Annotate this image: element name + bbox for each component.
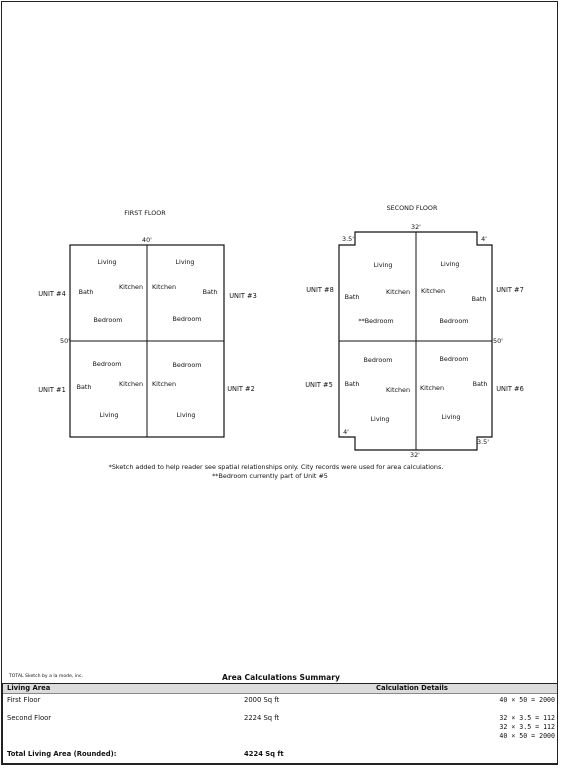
first-floor-title: FIRST FLOOR — [124, 209, 166, 217]
unit4-living: Living — [97, 258, 116, 266]
summary-title: Area Calculations Summary — [221, 673, 340, 682]
first-floor-width-label: 40' — [142, 236, 152, 244]
unit2-label: UNIT #2 — [227, 385, 255, 393]
unit1-label: UNIT #1 — [38, 386, 66, 394]
unit2-living: Living — [176, 411, 195, 419]
unit3-bedroom: Bedroom — [173, 315, 202, 323]
unit7-bath: Bath — [472, 295, 487, 303]
second-floor-calc-2: 32 × 3.5 = 112 — [499, 723, 555, 731]
second-floor-side-label: 50' — [493, 337, 503, 345]
unit3-living: Living — [175, 258, 194, 266]
area-summary-table: Living Area Calculation Details First Fl… — [2, 683, 558, 764]
second-floor-bottom-label: 32' — [410, 451, 420, 459]
second-floor-row-label: Second Floor — [7, 714, 52, 722]
unit1-bath: Bath — [77, 383, 92, 391]
unit2-bedroom: Bedroom — [173, 361, 202, 369]
unit4-label: UNIT #4 — [38, 290, 66, 298]
unit7-bedroom: Bedroom — [440, 317, 469, 325]
unit8-bath: Bath — [345, 293, 360, 301]
notch-top-right-label: 4' — [481, 235, 487, 243]
unit1-living: Living — [99, 411, 118, 419]
second-floor-plan: SECOND FLOOR 32' 3.5' 4' 4' 3.5' 32' 50'… — [305, 204, 524, 459]
unit2-kitchen: Kitchen — [152, 380, 176, 388]
unit6-label: UNIT #6 — [496, 385, 524, 393]
first-floor-plan: FIRST FLOOR 40' 50' UNIT #4 UNIT #3 UNIT… — [38, 209, 257, 438]
unit8-shared-bedroom: **Bedroom — [358, 317, 393, 325]
first-floor-calc-1: 40 × 50 = 2000 — [499, 696, 555, 704]
unit5-kitchen: Kitchen — [386, 386, 410, 394]
unit8-label: UNIT #8 — [306, 286, 334, 294]
sketch-note: *Sketch added to help reader see spatial… — [109, 463, 444, 471]
first-floor-side-label: 50' — [60, 337, 70, 345]
unit3-bath: Bath — [203, 288, 218, 296]
unit4-kitchen: Kitchen — [119, 283, 143, 291]
unit4-bath: Bath — [79, 288, 94, 296]
second-floor-calc-1: 32 × 3.5 = 112 — [499, 714, 555, 722]
unit7-kitchen: Kitchen — [421, 287, 445, 295]
notch-bottom-right-label: 3.5' — [477, 438, 489, 446]
bedroom-note: **Bedroom currently part of Unit #5 — [212, 472, 328, 480]
unit6-living: Living — [441, 413, 460, 421]
unit7-label: UNIT #7 — [496, 286, 524, 294]
unit1-bedroom: Bedroom — [93, 360, 122, 368]
notch-bottom-left-label: 4' — [343, 428, 349, 436]
unit8-kitchen: Kitchen — [386, 288, 410, 296]
unit6-bath: Bath — [473, 380, 488, 388]
unit5-label: UNIT #5 — [305, 381, 333, 389]
unit8-living: Living — [373, 261, 392, 269]
second-floor-calc-3: 40 × 50 = 2000 — [499, 732, 555, 740]
unit6-bedroom: Bedroom — [440, 355, 469, 363]
summary-header: Living Area Calculation Details — [3, 684, 557, 694]
unit5-bedroom: Bedroom — [364, 356, 393, 364]
second-floor-width-label: 32' — [411, 223, 421, 231]
second-floor-outline — [338, 231, 493, 451]
sketch-credit: TOTAL Sketch by a la mode, inc. — [9, 674, 84, 679]
second-floor-row-area: 2224 Sq ft — [244, 714, 280, 722]
notch-top-left-label: 3.5' — [342, 235, 354, 243]
first-floor-row-label: First Floor — [7, 696, 41, 704]
unit3-kitchen: Kitchen — [152, 283, 176, 291]
unit7-living: Living — [440, 260, 459, 268]
unit3-label: UNIT #3 — [229, 292, 257, 300]
total-living-area-value: 4224 Sq ft — [244, 750, 284, 758]
calculation-details-header: Calculation Details — [376, 684, 448, 692]
total-living-area-label: Total Living Area (Rounded): — [7, 750, 117, 758]
unit4-bedroom: Bedroom — [94, 316, 123, 324]
unit5-living: Living — [370, 415, 389, 423]
unit5-bath: Bath — [345, 380, 360, 388]
first-floor-row-area: 2000 Sq ft — [244, 696, 280, 704]
living-area-header: Living Area — [7, 684, 51, 692]
unit6-kitchen: Kitchen — [420, 384, 444, 392]
second-floor-title: SECOND FLOOR — [387, 204, 438, 212]
unit1-kitchen: Kitchen — [119, 380, 143, 388]
